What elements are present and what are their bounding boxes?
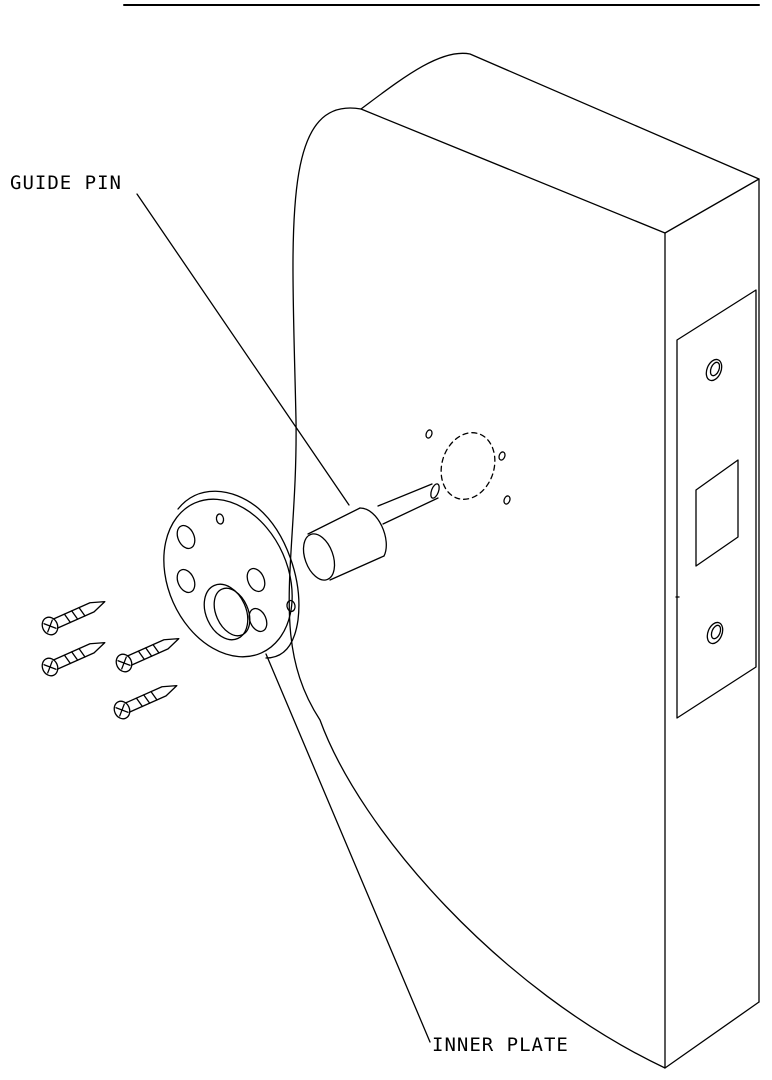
door-top-face: [361, 53, 759, 233]
screw-head: [113, 652, 134, 675]
inner-plate-hole-3: [244, 566, 268, 594]
guide-pin-leader: [137, 194, 349, 505]
guide-pin-label: GUIDE PIN: [10, 172, 122, 194]
faceplate-screw-top: [703, 357, 724, 383]
door: [289, 53, 759, 1068]
wood-screw: [113, 630, 182, 674]
wood-screw: [39, 593, 108, 637]
door-bore-holes: [425, 426, 511, 507]
wood-screw: [39, 634, 108, 678]
mounting-screws: [39, 593, 182, 721]
latch-opening: [696, 460, 738, 566]
inner-plate-rim: [178, 491, 299, 658]
faceplate-screw-bottom: [704, 620, 725, 646]
bore-hole-bottom-right: [503, 495, 511, 505]
wood-screw: [111, 677, 180, 721]
inner-plate-setscrew-side: [286, 600, 296, 612]
lock-faceplate: [677, 290, 756, 718]
screw-head: [39, 615, 60, 638]
faceplate-outline: [677, 290, 756, 718]
inner-plate-setscrew-top: [216, 513, 225, 524]
bore-hole-top-right: [498, 451, 506, 461]
faceplate-screw-top-inner: [709, 361, 722, 377]
inner-plate-hole-2: [174, 567, 198, 595]
cylinder-bore-dashed: [433, 426, 503, 507]
faceplate-screw-bottom-inner: [710, 624, 723, 640]
inner-plate-label: INNER PLATE: [432, 1034, 569, 1056]
inner-plate-hole-4: [246, 606, 270, 634]
inner-plate-hole-1: [174, 523, 198, 551]
inner-plate-leader: [266, 654, 430, 1042]
screw-head: [111, 699, 132, 722]
inner-plate-center-hole: [196, 577, 256, 646]
inner-plate-face: [140, 479, 316, 678]
door-edge-bottom: [665, 1002, 759, 1068]
guide-pin-face: [298, 530, 341, 585]
guide-pin: [298, 483, 441, 585]
bore-hole-top-left: [425, 429, 433, 439]
inner-plate-center-hole-inner: [207, 583, 257, 642]
inner-plate: [140, 479, 316, 678]
screw-head: [39, 656, 60, 679]
door-front-face: [289, 108, 665, 1068]
